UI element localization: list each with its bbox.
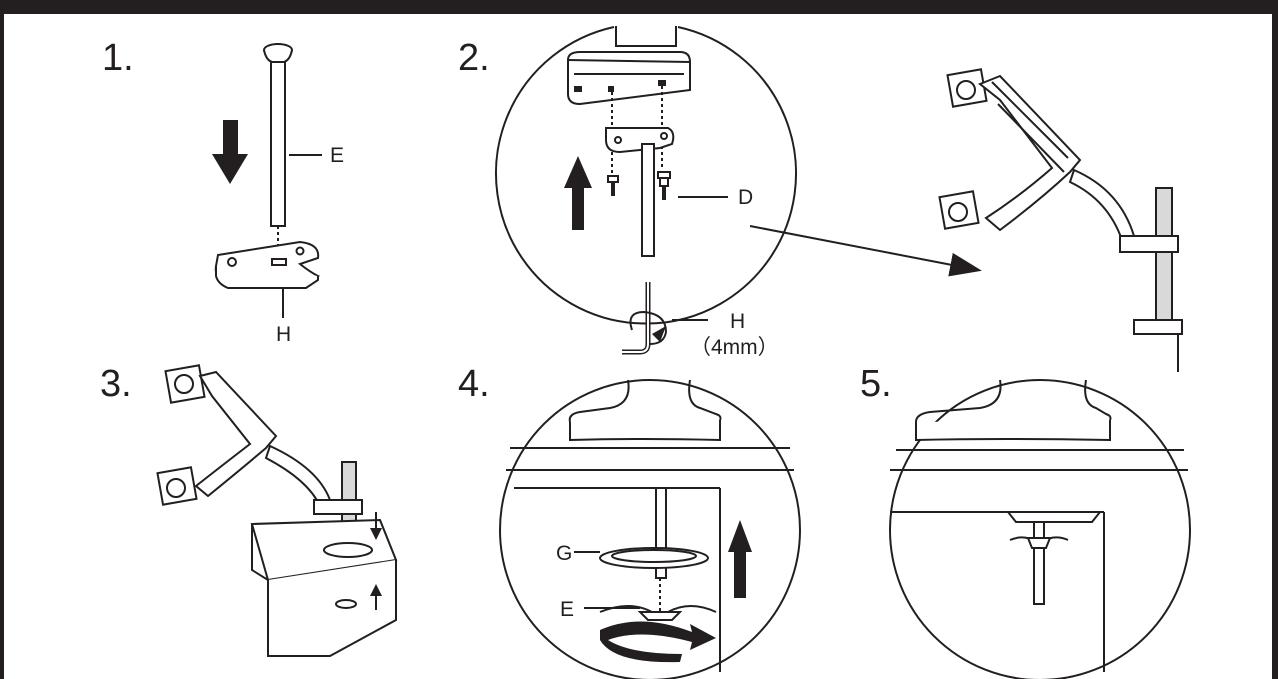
connector-arrow xyxy=(749,225,982,277)
rotate-arrow-large-icon xyxy=(600,621,716,663)
step-2-number: 2. xyxy=(458,37,490,79)
tool-size-label: （4mm） xyxy=(690,336,779,359)
up-arrow-small-icon xyxy=(370,584,382,596)
part-label-e: E xyxy=(330,144,344,167)
assembled-arm-drawing xyxy=(938,68,1183,372)
step-4-number: 4. xyxy=(458,363,490,405)
part-label-e-step4: E xyxy=(560,598,574,621)
step-5-number: 5. xyxy=(860,363,892,405)
step-4-detail-circle xyxy=(499,379,801,679)
step-3-number: 3. xyxy=(100,363,132,405)
step-2-detail-circle xyxy=(495,26,797,355)
step-1-drawing xyxy=(214,43,322,318)
part-label-h: H xyxy=(276,323,291,346)
left-border xyxy=(0,0,4,679)
down-arrow-small-icon xyxy=(370,528,382,540)
right-border xyxy=(1272,0,1278,679)
top-border xyxy=(0,0,1278,14)
step-1-number: 1. xyxy=(102,37,134,79)
part-label-h-tool: H xyxy=(730,310,745,333)
step-5-detail-circle xyxy=(889,379,1191,679)
part-label-d: D xyxy=(738,186,753,209)
up-arrow-icon xyxy=(564,156,592,230)
up-arrow-step4-icon xyxy=(728,520,752,598)
down-arrow-icon xyxy=(212,120,248,184)
rotate-arrow-icon xyxy=(652,326,666,342)
step-3-drawing xyxy=(156,364,398,657)
part-label-g: G xyxy=(556,542,572,565)
